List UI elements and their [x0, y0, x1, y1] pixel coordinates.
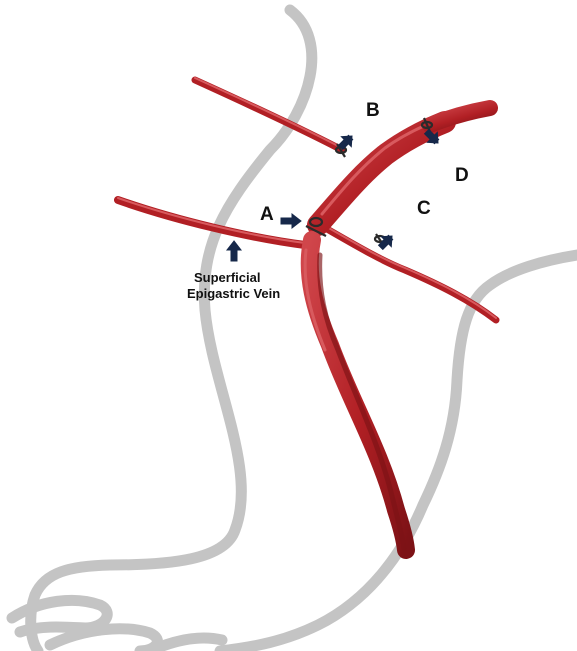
branch-b-vessel: [195, 80, 342, 150]
label-d: D: [455, 165, 469, 186]
vein-label-line1: Superficial: [194, 270, 260, 285]
label-a: A: [260, 204, 274, 225]
label-c: C: [417, 198, 431, 219]
arrow-icon-a: [281, 214, 301, 228]
label-b: B: [366, 100, 380, 121]
main-vessel-distal: [430, 108, 490, 125]
limb-outline-back: [220, 255, 577, 651]
arrow-icon-sev: [227, 241, 241, 261]
vein-label-line2: Epigastric Vein: [187, 286, 280, 301]
limb-outline-front: [31, 10, 312, 651]
